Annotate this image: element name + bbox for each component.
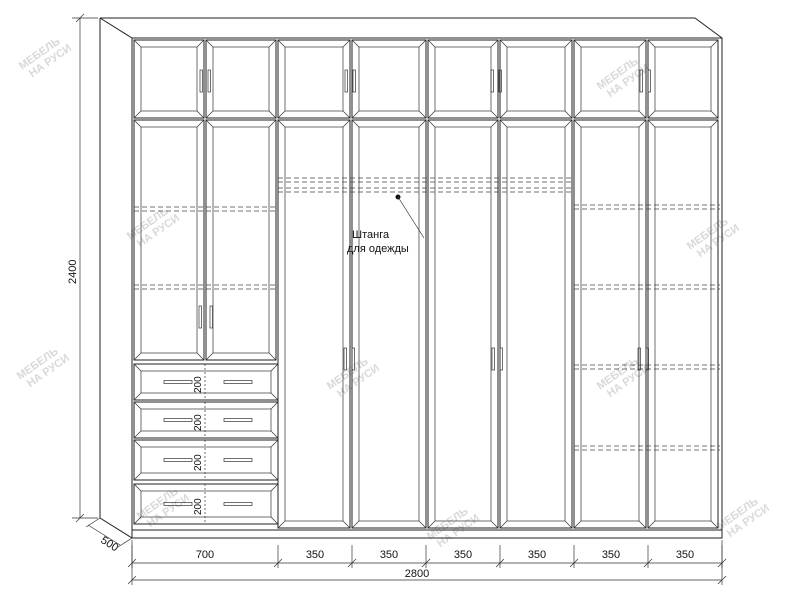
- annotation-line2: для одежды: [347, 243, 409, 255]
- door-handle: [645, 347, 649, 371]
- mezzanine-door: [573, 39, 647, 119]
- door-handle: [198, 305, 202, 329]
- door-handle: [344, 69, 348, 93]
- dim-arrow: [643, 558, 653, 568]
- tall-door: [427, 119, 499, 529]
- dim-arrow: [273, 558, 283, 568]
- wardrobe-frame: [131, 37, 723, 539]
- drawer-front: [133, 483, 279, 525]
- dim-arrow: [347, 558, 357, 568]
- section-width-label: 350: [528, 549, 546, 561]
- drawer-height-label: 200: [193, 498, 204, 515]
- dim-arrow: [495, 558, 505, 568]
- mezzanine-door: [205, 39, 277, 119]
- section-width-label: 350: [454, 549, 472, 561]
- total-width-label: 2800: [405, 568, 429, 580]
- drawer-handle: [163, 458, 193, 462]
- section-dimensions: 700 350 350 350 350 350 350: [127, 545, 727, 568]
- drawer-front: [133, 363, 279, 401]
- height-label: 2400: [67, 260, 79, 284]
- door-handle: [207, 69, 211, 93]
- annotation-line1: Штанга: [352, 229, 390, 241]
- doors-layer: [133, 39, 719, 529]
- drawer-height-label: 200: [193, 376, 204, 393]
- tall-door: [647, 119, 719, 529]
- mezzanine-door: [351, 39, 427, 119]
- drawers-layer: 200 200 200 200: [133, 363, 279, 525]
- depth-label: 500: [98, 534, 120, 554]
- door-handle: [209, 305, 213, 329]
- tall-door: [277, 119, 351, 529]
- section-width-label: 700: [196, 549, 214, 561]
- drawer-handle: [223, 380, 253, 384]
- door-handle: [498, 69, 502, 93]
- door-handle: [491, 347, 495, 371]
- drawer-front: [133, 439, 279, 481]
- height-dimension: 2400: [67, 13, 98, 523]
- door-handle: [343, 347, 347, 371]
- tall-door: [573, 119, 647, 529]
- shelves-layer: [134, 177, 720, 451]
- tall-door: [351, 119, 427, 529]
- drawer-handle: [163, 502, 193, 506]
- total-width-dimension: 2800: [127, 540, 727, 585]
- section-width-label: 350: [676, 549, 694, 561]
- drawer-height-label: 200: [193, 414, 204, 431]
- mezzanine-door: [133, 39, 205, 119]
- dim-arrow: [421, 558, 431, 568]
- drawer-handle: [223, 502, 253, 506]
- door-handle: [637, 347, 641, 371]
- section-width-label: 350: [380, 549, 398, 561]
- door-handle: [490, 69, 494, 93]
- drawer-height-label: 200: [193, 454, 204, 471]
- door-handle: [639, 69, 643, 93]
- mezzanine-door: [277, 39, 351, 119]
- mezzanine-door: [647, 39, 719, 119]
- mezzanine-door: [427, 39, 499, 119]
- door-handle: [199, 69, 203, 93]
- drawer-handle: [223, 418, 253, 422]
- dim-arrow: [569, 558, 579, 568]
- drawer-front: [133, 401, 279, 439]
- door-handle: [352, 69, 356, 93]
- door-handle: [647, 69, 651, 93]
- drawer-handle: [163, 380, 193, 384]
- handles-layer: [163, 69, 651, 506]
- section-width-label: 350: [306, 549, 324, 561]
- upper-left-door: [205, 119, 277, 361]
- drawer-handle: [223, 458, 253, 462]
- drawer-handle: [163, 418, 193, 422]
- door-handle: [351, 347, 355, 371]
- mezzanine-door: [499, 39, 573, 119]
- door-handle: [499, 347, 503, 371]
- leader-line: [397, 196, 425, 239]
- section-width-label: 350: [602, 549, 620, 561]
- upper-left-door: [133, 119, 205, 361]
- tall-door: [499, 119, 573, 529]
- rail-annotation: Штанга для одежды: [347, 194, 425, 255]
